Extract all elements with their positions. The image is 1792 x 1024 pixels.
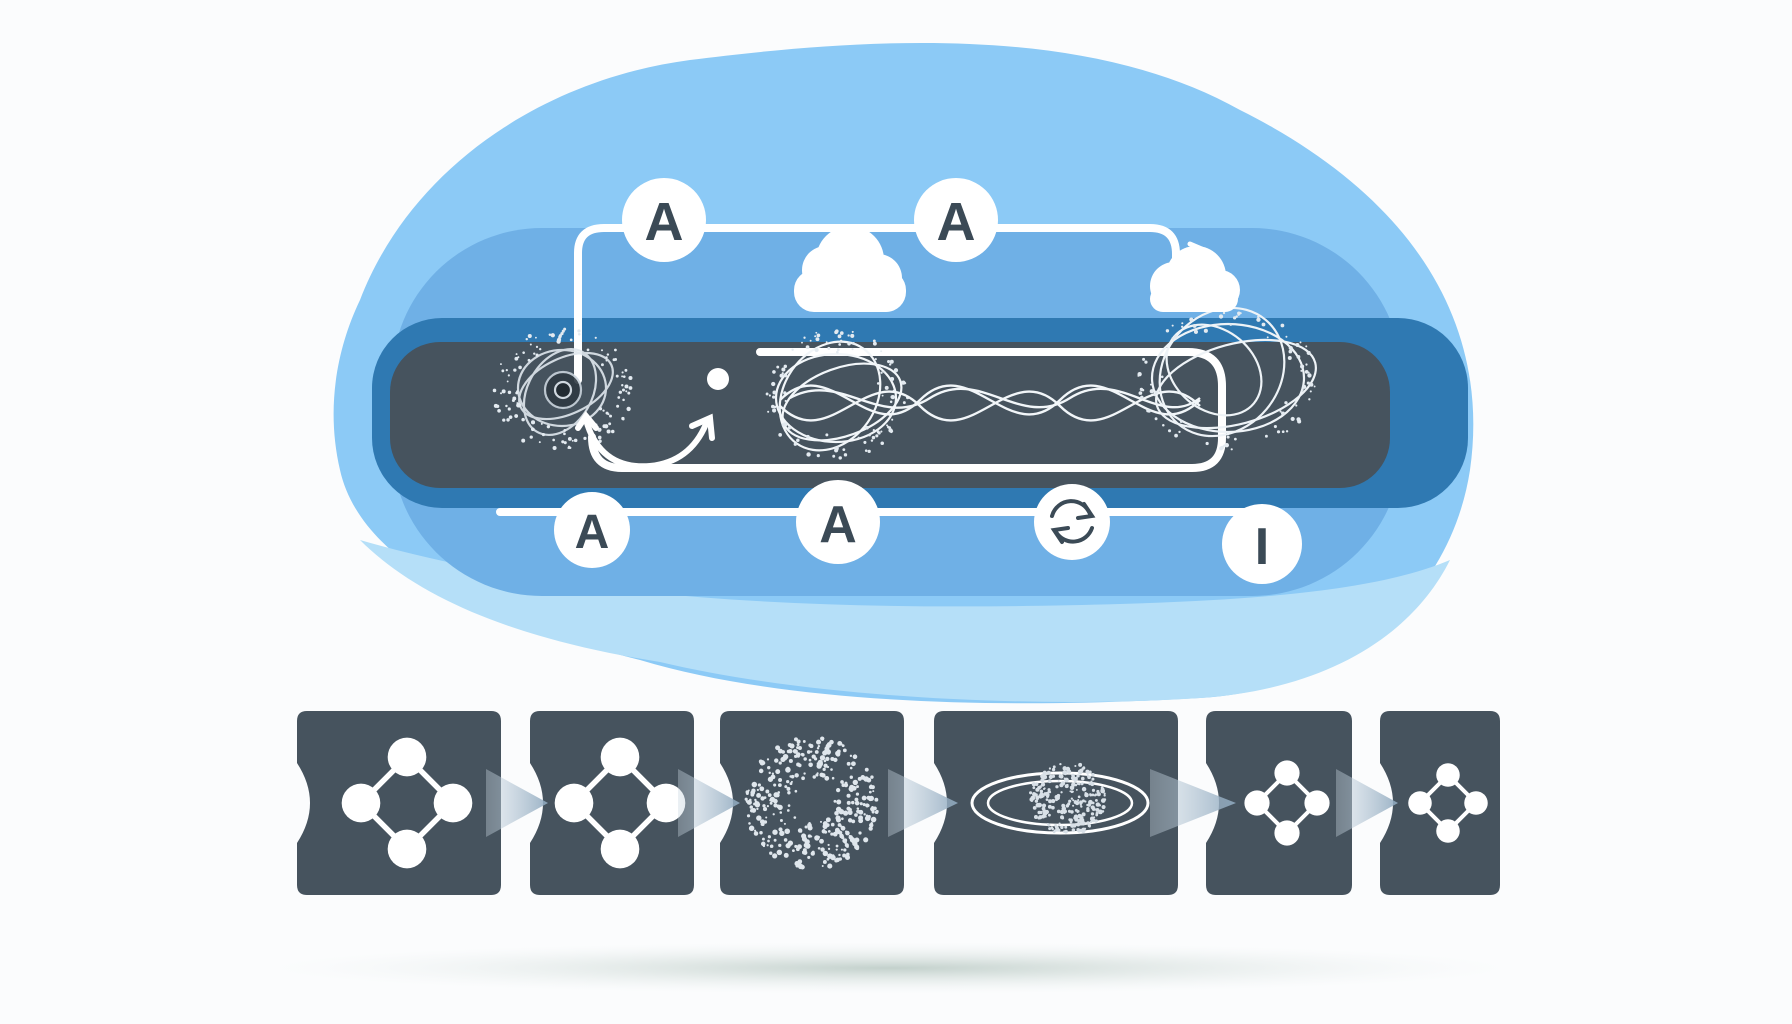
flow-arrow-3	[888, 769, 958, 837]
svg-text:A: A	[819, 496, 857, 554]
dot-icon	[707, 368, 729, 390]
svg-text:I: I	[1255, 518, 1269, 576]
pipeline-panel-1	[297, 711, 501, 895]
pipeline-panel-4	[934, 711, 1178, 895]
svg-text:A: A	[645, 192, 684, 252]
bottom-label-node-3: I	[1222, 504, 1302, 584]
particle-cloud-left	[492, 327, 633, 451]
molecule-small-icon	[1244, 760, 1330, 846]
curved-arrow-icon	[575, 410, 715, 470]
molecule-icon	[554, 737, 686, 869]
svg-text:A: A	[575, 506, 610, 559]
top-label-node-2: A	[914, 178, 998, 262]
arrow-tip	[1187, 241, 1210, 261]
top-label-node-1: A	[622, 178, 706, 262]
bottom-label-node-2: A	[796, 480, 880, 564]
refresh-node	[1034, 484, 1110, 560]
svg-text:A: A	[937, 192, 976, 252]
pipeline	[297, 711, 1500, 895]
refresh-icon	[1050, 499, 1096, 544]
bottom-label-node-1: A	[554, 492, 630, 568]
floor-shadow	[270, 942, 1510, 994]
particle-cloud-right	[1137, 311, 1316, 451]
orbit-icon	[970, 762, 1150, 835]
middle-loop-line	[588, 348, 1226, 472]
pipeline-panel-2	[530, 711, 694, 895]
pipeline-panel-3	[720, 711, 904, 895]
wave-icon	[779, 384, 1201, 422]
flow-arrow-4	[1150, 769, 1236, 837]
molecule-icon	[341, 737, 473, 869]
pipeline-panel-6	[1380, 711, 1500, 895]
flow-arrow-5	[1336, 769, 1398, 837]
molecule-small-icon	[1408, 763, 1488, 843]
particle-ring-icon	[744, 736, 879, 870]
top-loop-line	[574, 224, 1180, 384]
flow-arrow-2	[678, 769, 740, 837]
tangle-icon	[516, 347, 614, 437]
flow-arrow-1	[486, 769, 548, 837]
pipeline-panel-5	[1206, 711, 1352, 895]
cloud-icon	[1150, 246, 1240, 312]
blob-lower-band	[360, 540, 1450, 702]
cloud-icon	[794, 226, 906, 312]
